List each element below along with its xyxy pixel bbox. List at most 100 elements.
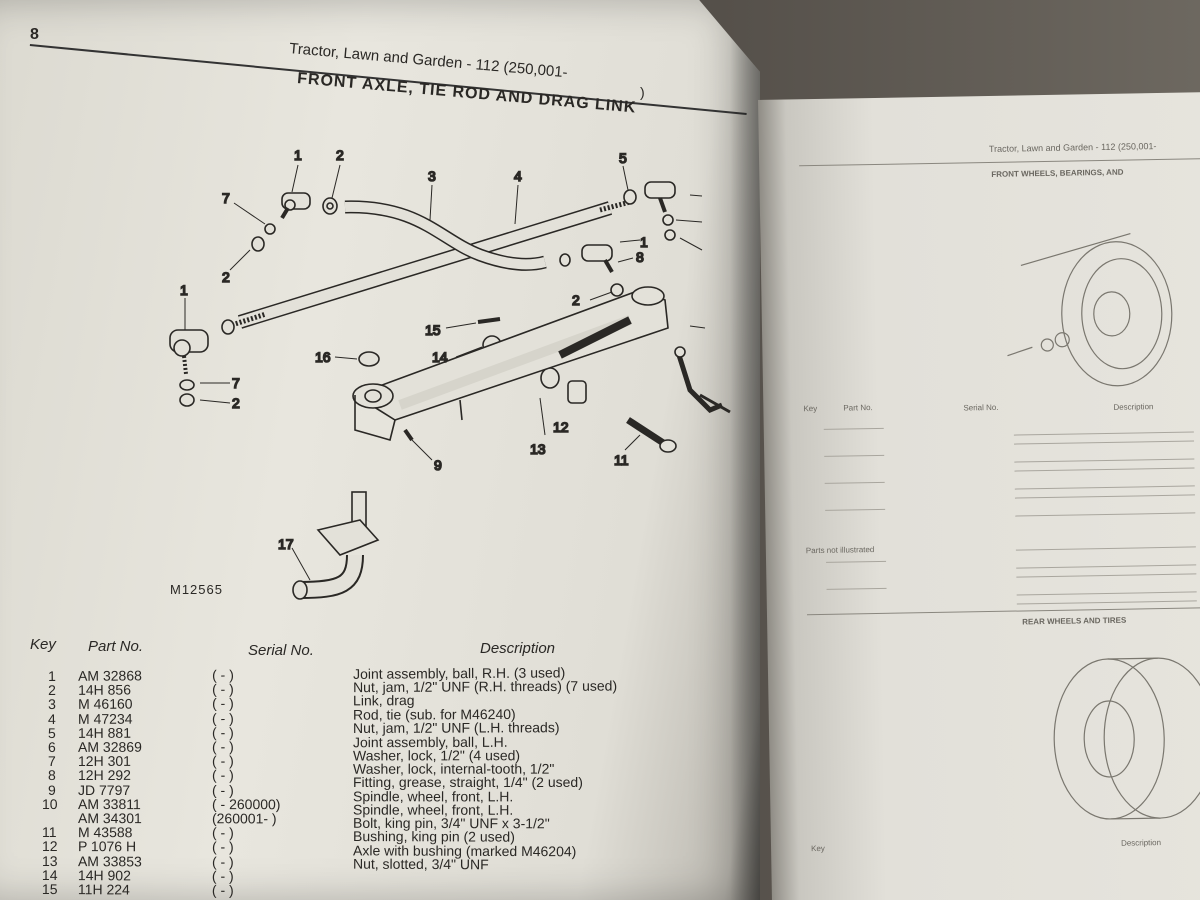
right-faint-rows [758, 92, 1200, 605]
right-col-key: Key [803, 404, 818, 414]
callout-2: 2 [336, 147, 344, 163]
cell-description: Fitting, grease, straight, 1/4" (2 used) [353, 774, 583, 791]
col-header-part-no: Part No. [88, 638, 144, 655]
bolt-15 [477, 317, 501, 324]
callout-7: 7 [222, 190, 230, 206]
table-row: AM 34301(260001- )Spindle, wheel, front,… [0, 802, 740, 827]
callout-5: 5 [619, 150, 627, 166]
table-row: 15 11H 224 ( - ) [0, 881, 740, 898]
cell-part-no: 11H 224 [77, 881, 130, 898]
callout-16: 16 [315, 349, 331, 365]
grease-fitting [403, 428, 414, 442]
faint-text-line [824, 454, 885, 457]
faint-text-line [1015, 512, 1196, 517]
faint-text-line [825, 508, 886, 511]
faint-text-line [1016, 591, 1197, 596]
cell-key: 15 [41, 880, 58, 898]
col-header-key: Key [30, 636, 56, 653]
faint-text-line [824, 481, 885, 484]
faint-text-line [1016, 564, 1197, 569]
running-header-close-paren: ) [640, 84, 645, 100]
drag-link [344, 200, 547, 271]
faint-text-line [1016, 573, 1197, 578]
leader-lines [184, 164, 706, 581]
ball-joint-rh-top [280, 192, 311, 220]
faint-text-line [1014, 494, 1195, 499]
right-section-title-2: REAR WHEELS AND TIRES [1022, 615, 1127, 627]
cell-serial-no: ( - ) [211, 695, 234, 712]
right-mid-rule [806, 606, 1200, 616]
callout-1: 1 [294, 147, 302, 163]
callout-13: 13 [530, 441, 546, 457]
faint-text-line [823, 427, 884, 430]
col-header-serial-no: Serial No. [248, 642, 314, 659]
faint-text-line [1015, 546, 1196, 551]
faint-text-line [826, 560, 887, 563]
callout-15: 15 [425, 322, 441, 338]
callout-14: 14 [432, 349, 448, 365]
right-section-title-1: FRONT WHEELS, BEARINGS, AND [991, 167, 1124, 179]
spindle-right [674, 346, 731, 414]
callout-8: 8 [636, 249, 644, 265]
right-col-part-no: Part No. [843, 403, 873, 413]
callout-11: 11 [614, 452, 629, 468]
cell-serial-no: ( - ) [212, 781, 234, 798]
callout-17: 17 [278, 536, 294, 552]
faint-text-line [1013, 431, 1194, 436]
front-axle [352, 286, 669, 441]
callout-2b: 2 [572, 292, 580, 308]
right-col-key-2: Key [810, 843, 825, 854]
left-page: 8 Tractor, Lawn and Garden - 112 (250,00… [0, 0, 760, 900]
ball-joint-lh-right [644, 181, 676, 213]
callout-7b: 7 [232, 375, 240, 391]
callout-1c: 1 [180, 282, 188, 298]
callout-2d: 2 [232, 395, 240, 411]
rear-wheel-illustration [1053, 657, 1200, 820]
right-col-description-2: Description [1120, 838, 1162, 848]
cell-serial-no: ( - ) [211, 881, 234, 899]
faint-text-line [826, 587, 887, 590]
callout-1b: 1 [640, 234, 648, 250]
callout-2c: 2 [222, 269, 230, 285]
callout-9: 9 [434, 457, 442, 473]
faint-text-line [1014, 458, 1195, 463]
right-col-description: Description [1113, 402, 1154, 412]
right-col-serial-no: Serial No. [963, 402, 999, 413]
col-header-description: Description [480, 640, 556, 657]
faint-text-line [1016, 600, 1197, 605]
right-header-rule [799, 157, 1200, 167]
faint-text-line [1014, 440, 1195, 445]
faint-text-line [1014, 467, 1195, 472]
cell-key: 9 [48, 781, 56, 798]
bushing [567, 380, 587, 404]
spindle-left [292, 491, 380, 600]
cell-key: 10 [41, 795, 58, 812]
right-sub-heading: Parts not illustrated [805, 545, 875, 556]
parts-diagram: 1 2 3 4 5 1 2 7 2 1 7 2 15 16 14 12 13 1… [169, 146, 731, 600]
figure-id: M12565 [170, 582, 223, 597]
callout-4: 4 [514, 168, 522, 184]
right-running-header: Tractor, Lawn and Garden - 112 (250,001- [988, 141, 1157, 154]
cell-serial-no: ( - ) [211, 838, 234, 856]
ball-joint-left [169, 329, 209, 375]
gutter-shadow [730, 0, 760, 900]
front-wheel-illustration [1007, 232, 1173, 387]
callout-3: 3 [428, 168, 436, 184]
cell-part-no: JD 7797 [78, 781, 131, 798]
king-pin-bolt [626, 417, 677, 453]
ball-joint-mid [581, 244, 614, 274]
cell-description: Nut, slotted, 3/4" UNF [352, 855, 489, 873]
right-page: Tractor, Lawn and Garden - 112 (250,001-… [758, 91, 1200, 900]
tie-rod [231, 199, 631, 329]
faint-text-line [1014, 485, 1195, 490]
callout-12: 12 [553, 419, 569, 435]
